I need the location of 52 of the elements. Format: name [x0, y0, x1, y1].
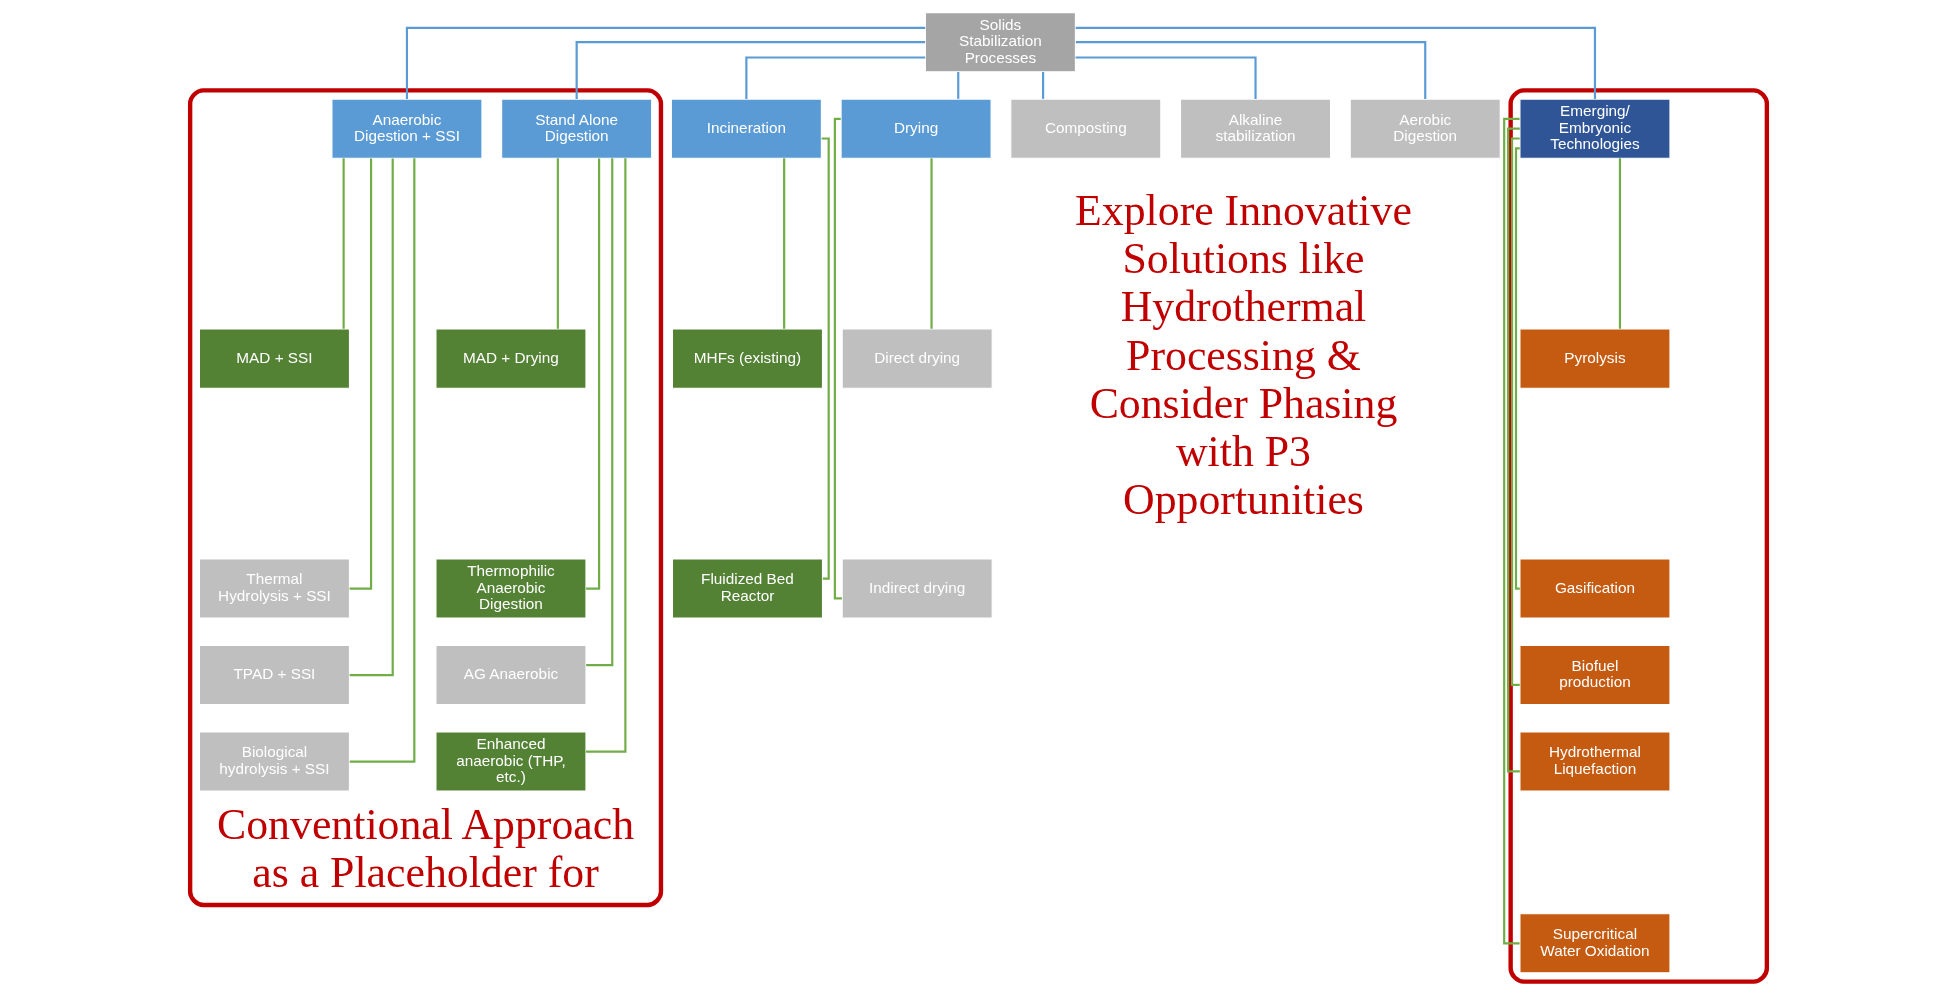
connector	[1503, 117, 1520, 945]
connector	[1507, 127, 1520, 773]
connector	[556, 158, 559, 329]
node-box: Indirect drying	[841, 558, 993, 619]
node-box: Drying	[840, 98, 992, 159]
connector	[833, 117, 842, 600]
connector	[1075, 26, 1597, 99]
node-box: Hydrothermal Liquefaction	[1519, 731, 1671, 792]
connector	[349, 158, 373, 590]
connector	[586, 158, 614, 667]
node-box: AG Anaerobic	[435, 644, 587, 706]
connector	[1075, 41, 1427, 99]
node-box: Biofuel production	[1519, 644, 1671, 706]
node-box: TPAD + SSI	[198, 644, 350, 706]
node-box: Emerging/ Embryonic Technologies	[1519, 98, 1671, 159]
connector	[957, 71, 960, 99]
connector	[1514, 147, 1521, 590]
connector	[405, 26, 926, 99]
connector	[1510, 137, 1520, 686]
label: Explore Innovative Solutions like Hydrothermal Processing & Consider Phasing with P3 Opportunities	[1075, 186, 1412, 524]
node-box: Stand Alone Digestion	[501, 98, 653, 159]
node-box: Fluidized Bed Reactor	[671, 558, 823, 619]
node-box: MAD + SSI	[198, 328, 350, 389]
node-box: Thermophilic Anaerobic Digestion	[435, 558, 587, 619]
node-box: MAD + Drying	[435, 328, 587, 389]
node-box: Supercritical Water Oxidation	[1519, 913, 1671, 974]
connector	[1075, 56, 1257, 99]
connector	[821, 137, 830, 580]
node-box: Incineration	[670, 98, 822, 159]
node-box: Composting	[1010, 98, 1162, 159]
node-box: Solids Stabilization Processes	[924, 12, 1076, 73]
node-box: Enhanced anaerobic (THP, etc.)	[435, 731, 587, 792]
node-box: Anaerobic Digestion + SSI	[331, 98, 483, 159]
connector	[1042, 71, 1045, 99]
connector	[930, 158, 933, 329]
connector	[342, 158, 345, 329]
connector	[586, 158, 601, 590]
node-box: Thermal Hydrolysis + SSI	[198, 558, 350, 619]
connector	[586, 158, 627, 753]
connector	[745, 56, 926, 99]
connector	[575, 41, 926, 99]
node-box: Alkaline stabilization	[1179, 98, 1332, 159]
connector	[349, 158, 416, 763]
node-box: MHFs (existing)	[671, 328, 823, 389]
node-box: Biological hydrolysis + SSI	[198, 731, 350, 792]
connector	[349, 158, 394, 677]
connector	[1618, 158, 1622, 329]
node-box: Aerobic Digestion	[1349, 98, 1501, 159]
node-box: Pyrolysis	[1519, 328, 1671, 389]
node-box: Gasification	[1519, 558, 1671, 619]
connector	[783, 158, 786, 329]
node-box: Direct drying	[841, 328, 993, 389]
